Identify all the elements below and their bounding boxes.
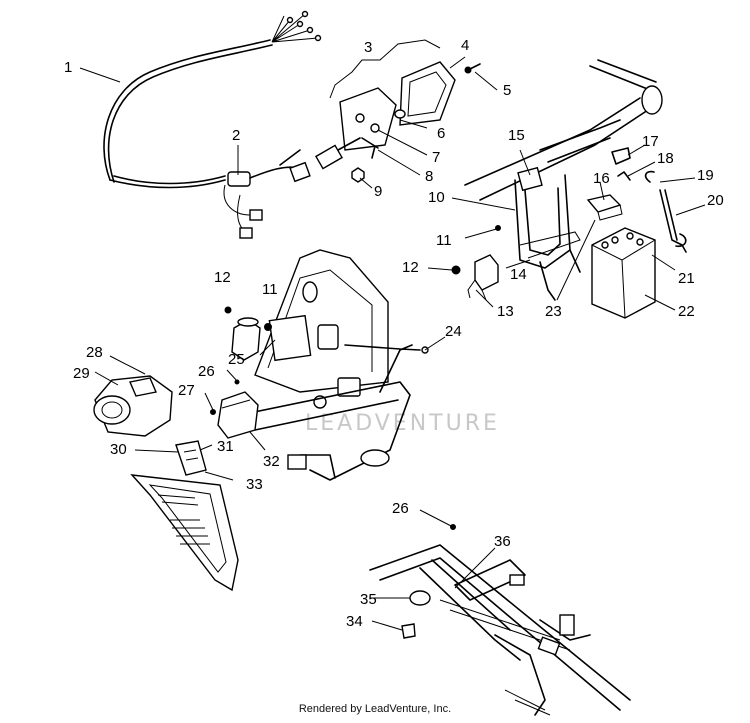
callout-25: 25	[228, 351, 245, 368]
wiring-harness	[103, 10, 343, 239]
callout-33: 33	[246, 476, 263, 493]
callout-19: 19	[697, 167, 714, 184]
callout-20: 20	[707, 192, 724, 209]
leader-lines	[79, 39, 706, 631]
callout-labels: 1 2 3 4 5 6 7 8 9 10 11 12 13 14 15 16 1…	[64, 37, 724, 630]
callout-36: 36	[494, 533, 511, 550]
callout-21: 21	[678, 270, 695, 287]
lower-frame	[369, 524, 631, 716]
watermark-text: LEADVENTURE	[305, 411, 500, 436]
callout-9: 9	[374, 183, 382, 200]
callout-10: 10	[428, 189, 445, 206]
callout-22: 22	[678, 303, 695, 320]
callout-17: 17	[642, 133, 659, 150]
center-frame	[224, 249, 429, 481]
callout-12-left: 12	[214, 269, 231, 286]
callout-5: 5	[503, 82, 511, 99]
footer-credit: Rendered by LeadVenture, Inc.	[298, 703, 452, 715]
callout-35: 35	[360, 591, 377, 608]
callout-13: 13	[497, 303, 514, 320]
callout-34: 34	[346, 613, 363, 630]
callout-2: 2	[232, 127, 240, 144]
callout-32: 32	[263, 453, 280, 470]
watermark: LEADVENTURE	[305, 411, 500, 436]
callout-16: 16	[593, 170, 610, 187]
callout-24: 24	[445, 323, 462, 340]
battery-group	[586, 147, 687, 319]
callout-29: 29	[73, 365, 90, 382]
callout-31: 31	[217, 438, 234, 455]
callout-7: 7	[432, 149, 440, 166]
callout-26-lower: 26	[392, 500, 409, 517]
callout-15: 15	[508, 127, 525, 144]
callout-8: 8	[425, 168, 433, 185]
callout-28: 28	[86, 344, 103, 361]
bracket-group	[451, 225, 501, 301]
callout-1: 1	[64, 59, 72, 76]
callout-12-right: 12	[402, 259, 419, 276]
callout-11: 11	[436, 232, 452, 249]
callout-14: 14	[510, 266, 527, 283]
callout-27: 27	[178, 382, 195, 399]
callout-4: 4	[461, 37, 469, 54]
callout-3: 3	[364, 39, 372, 56]
callout-30: 30	[110, 441, 127, 458]
callout-26-upper: 26	[198, 363, 215, 380]
tail-light-assembly	[337, 61, 481, 183]
callout-23: 23	[545, 303, 562, 320]
frame-upper-right	[464, 59, 663, 301]
callout-18: 18	[657, 150, 674, 167]
callout-6: 6	[437, 125, 445, 142]
skid-guard	[130, 440, 239, 592]
callout-11-left: 11	[262, 281, 278, 298]
cover-and-regulator	[93, 375, 259, 439]
